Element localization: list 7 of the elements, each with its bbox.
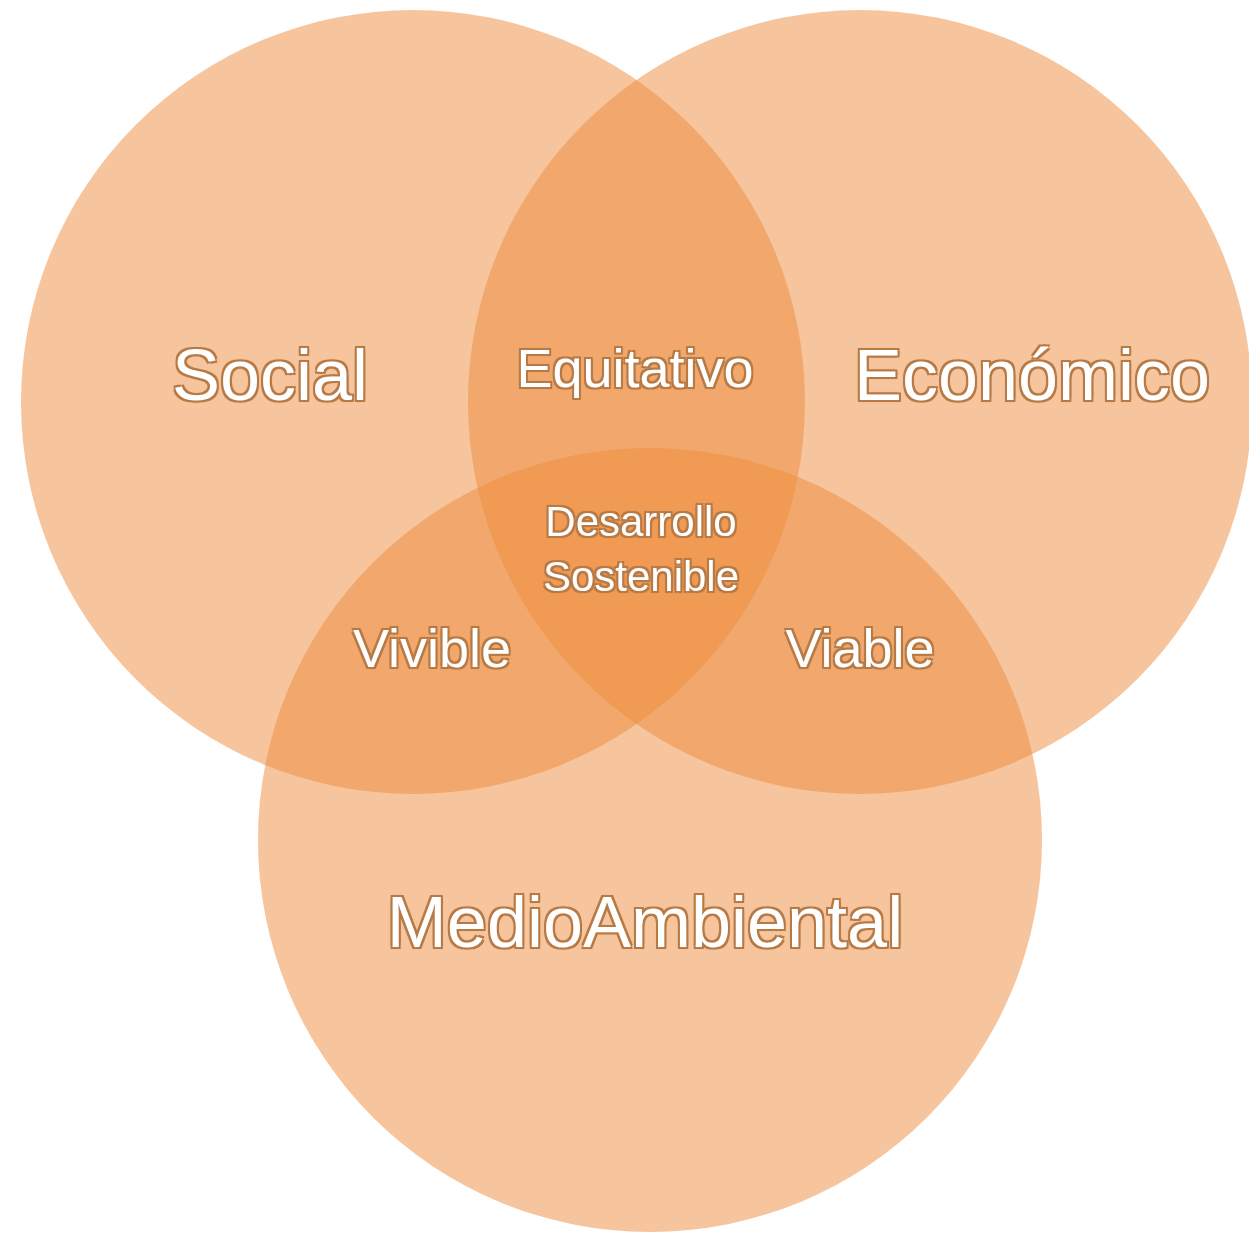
circle-label: Social <box>171 334 369 416</box>
overlap-label: Viable <box>785 616 935 680</box>
circle-label: MedioAmbiental <box>386 881 904 963</box>
circle-label: Económico <box>853 334 1211 416</box>
overlap-label: Equitativo <box>516 336 754 400</box>
overlap-label: Desarrollo Sostenible <box>541 497 741 602</box>
overlap-label: Vivible <box>352 616 512 680</box>
